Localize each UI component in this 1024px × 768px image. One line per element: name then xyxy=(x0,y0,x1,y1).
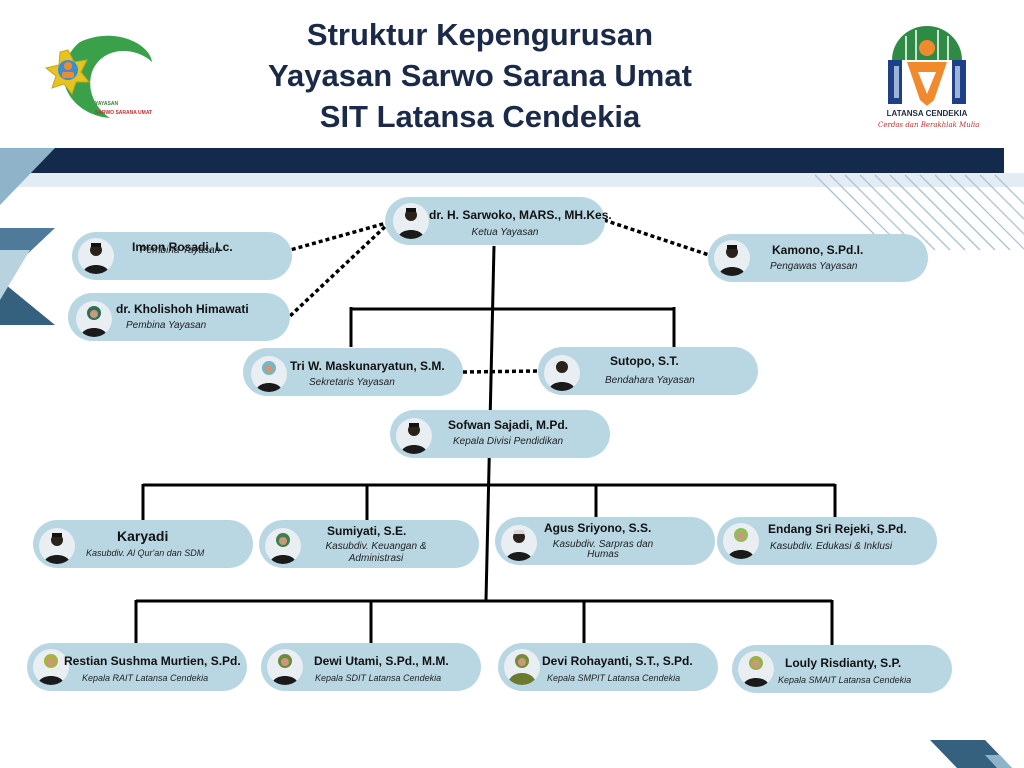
node-kasub-3[interactable]: Agus Sriyono, S.S. Kasubdiv. Sarpras dan… xyxy=(495,517,715,565)
person-icon xyxy=(256,361,282,392)
person-icon xyxy=(719,245,745,276)
node-name: dr. H. Sarwoko, MARS., MH.Kes. xyxy=(429,208,612,222)
person-icon xyxy=(272,654,298,685)
node-ketua[interactable]: dr. H. Sarwoko, MARS., MH.Kes. Ketua Yay… xyxy=(385,197,612,245)
dotted-ketua-pembina2 xyxy=(288,220,392,318)
node-name: dr. Kholishoh Himawati xyxy=(116,302,249,316)
node-sekretaris[interactable]: Tri W. Maskunaryatun, S.M. Sekretaris Ya… xyxy=(243,348,463,396)
node-kepala-4[interactable]: Louly Risdianty, S.P. Kepala SMAIT Latan… xyxy=(732,645,952,693)
node-role-line-2: Humas xyxy=(587,549,619,560)
node-role: Kepala SMPIT Latansa Cendekia xyxy=(547,673,681,683)
avatar xyxy=(76,301,112,337)
logo-right-name: LATANSA CENDEKIA xyxy=(886,109,968,118)
node-role: Kasubdiv. Edukasi & Inklusi xyxy=(770,541,893,552)
node-name: Kamono, S.Pd.I. xyxy=(772,243,864,257)
node-pengawas[interactable]: Kamono, S.Pd.I. Pengawas Yayasan xyxy=(708,234,928,282)
avatar xyxy=(78,238,114,274)
node-kepala-3[interactable]: Devi Rohayanti, S.T., S.Pd. Kepala SMPIT… xyxy=(498,643,718,691)
person-icon xyxy=(38,654,64,685)
node-role-line-1: Kasubdiv. Sarpras dan xyxy=(552,539,654,550)
node-bendahara[interactable]: Sutopo, S.T. Bendahara Yayasan xyxy=(538,347,758,395)
avatar xyxy=(544,355,580,391)
node-name: Restian Sushma Murtien, S.Pd. xyxy=(64,654,241,668)
person-icon xyxy=(44,533,70,564)
node-pembina-2[interactable]: dr. Kholishoh Himawati Pembina Yayasan xyxy=(68,293,290,341)
node-role: Kepala SMAIT Latansa Cendekia xyxy=(778,675,912,685)
avatar xyxy=(267,649,303,685)
node-kasub-1[interactable]: Karyadi Kasubdiv. Al Qur'an dan SDM xyxy=(33,520,253,568)
dotted-ketua-pengawas xyxy=(603,218,713,258)
avatar xyxy=(265,528,301,564)
node-name: Sumiyati, S.E. xyxy=(327,524,407,538)
node-role-line-2: Administrasi xyxy=(348,553,404,564)
node-role: Kasubdiv. Al Qur'an dan SDM xyxy=(86,548,205,558)
avatar xyxy=(738,651,774,687)
avatar xyxy=(393,203,429,239)
page-title: Struktur Kepengurusan Yayasan Sarwo Sara… xyxy=(230,14,730,137)
node-kepala-1[interactable]: Restian Sushma Murtien, S.Pd. Kepala RAI… xyxy=(27,643,247,691)
avatar xyxy=(501,525,537,561)
person-icon xyxy=(728,528,754,559)
node-name: Endang Sri Rejeki, S.Pd. xyxy=(768,522,907,536)
avatar xyxy=(251,356,287,392)
avatar xyxy=(39,528,75,564)
node-name: Tri W. Maskunaryatun, S.M. xyxy=(290,359,445,373)
avatar xyxy=(714,240,750,276)
node-role: Ketua Yayasan xyxy=(471,227,539,238)
person-icon xyxy=(401,423,427,454)
logo-right-tagline: Cerdas dan Berakhlak Mulia xyxy=(878,121,980,129)
node-name: Agus Sriyono, S.S. xyxy=(544,521,652,535)
title-line-2: Yayasan Sarwo Sarana Umat xyxy=(268,58,692,93)
node-name: Imron Rosadi, Lc. xyxy=(132,240,233,254)
node-name: Devi Rohayanti, S.T., S.Pd. xyxy=(542,654,693,668)
node-kepala-2[interactable]: Dewi Utami, S.Pd., M.M. Kepala SDIT Lata… xyxy=(261,643,481,691)
node-role: Pengawas Yayasan xyxy=(770,261,858,272)
person-icon xyxy=(506,530,532,561)
person-icon xyxy=(398,208,424,239)
node-name: Dewi Utami, S.Pd., M.M. xyxy=(314,654,449,668)
node-kasub-2[interactable]: Sumiyati, S.E. Kasubdiv. Keuangan & Admi… xyxy=(259,520,479,568)
avatar xyxy=(33,649,69,685)
node-role: Sekretaris Yayasan xyxy=(309,377,395,388)
node-role-line-1: Kasubdiv. Keuangan & xyxy=(325,541,427,552)
person-icon xyxy=(83,243,109,274)
logo-left-text-2: SARWO SARANA UMAT xyxy=(95,110,153,116)
dotted-sekretaris-bendahara xyxy=(462,369,541,374)
header-band xyxy=(0,148,1004,173)
node-role: Pembina Yayasan xyxy=(140,245,221,256)
node-kadiv[interactable]: Sofwan Sajadi, M.Pd. Kepala Divisi Pendi… xyxy=(390,410,610,458)
node-name: Louly Risdianty, S.P. xyxy=(785,656,902,670)
node-role: Kepala RAIT Latansa Cendekia xyxy=(82,673,209,683)
node-name: Sutopo, S.T. xyxy=(610,354,679,368)
person-icon xyxy=(508,654,536,685)
node-role: Pembina Yayasan xyxy=(126,320,207,331)
yayasan-logo-icon xyxy=(44,35,152,118)
node-name: Karyadi xyxy=(117,528,169,544)
person-icon xyxy=(743,656,769,687)
node-name: Sofwan Sajadi, M.Pd. xyxy=(448,418,569,432)
node-pembina-1[interactable]: Imron Rosadi, Lc. Pembina Yayasan xyxy=(72,232,292,280)
node-role: Bendahara Yayasan xyxy=(605,375,695,386)
avatar xyxy=(723,523,759,559)
dotted-ketua-pembina1 xyxy=(289,220,391,252)
person-icon xyxy=(81,306,107,337)
title-line-3: SIT Latansa Cendekia xyxy=(319,99,641,134)
avatar xyxy=(396,418,432,454)
node-kasub-4[interactable]: Endang Sri Rejeki, S.Pd. Kasubdiv. Eduka… xyxy=(717,517,937,565)
latansa-logo-icon xyxy=(888,26,966,106)
node-role: Kepala SDIT Latansa Cendekia xyxy=(315,673,442,683)
header-band-light xyxy=(0,173,1024,187)
logo-left-text-1: YAYASAN xyxy=(95,101,119,107)
person-icon xyxy=(270,533,296,564)
title-line-1: Struktur Kepengurusan xyxy=(306,17,654,52)
person-icon xyxy=(549,361,575,391)
avatar xyxy=(504,649,540,685)
node-role: Kepala Divisi Pendidikan xyxy=(453,436,564,447)
